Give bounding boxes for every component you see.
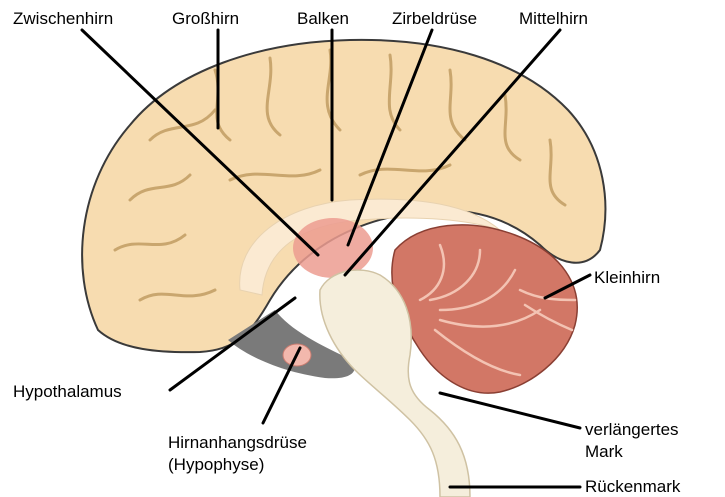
thalamus bbox=[293, 218, 373, 278]
label-hypophyse-line1: Hirnanhangsdrüse bbox=[168, 433, 307, 453]
label-mark-line2: Mark bbox=[585, 442, 623, 462]
label-kleinhirn: Kleinhirn bbox=[594, 268, 660, 288]
label-balken: Balken bbox=[297, 9, 349, 29]
label-mittelhirn: Mittelhirn bbox=[519, 9, 588, 29]
label-hypothalamus: Hypothalamus bbox=[13, 382, 122, 402]
label-hypophyse-line2: (Hypophyse) bbox=[168, 455, 264, 475]
label-mark-line1: verlängertes bbox=[585, 420, 679, 440]
label-rueckenmark: Rückenmark bbox=[585, 477, 680, 497]
label-zirbeldruese: Zirbeldrüse bbox=[392, 9, 477, 29]
label-zwischenhirn: Zwischenhirn bbox=[13, 9, 113, 29]
label-grosshirn: Großhirn bbox=[172, 9, 239, 29]
